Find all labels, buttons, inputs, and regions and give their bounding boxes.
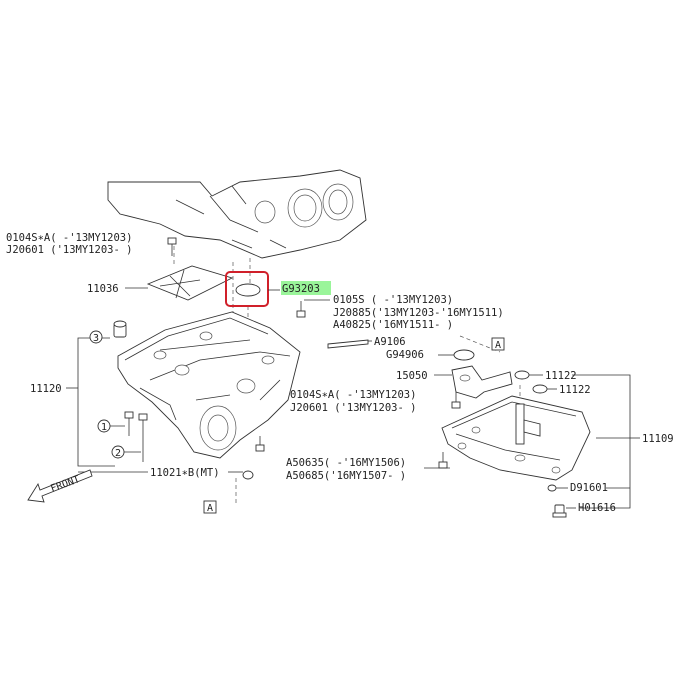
label-j20601-b: J20601 ('13MY1203- ) (290, 402, 416, 414)
gasket-d91601 (547, 484, 557, 492)
part-number-highlight (281, 281, 331, 295)
drain-plug-h01616 (552, 504, 567, 518)
label-11021: 11021∗B(MT) (150, 467, 220, 479)
label-h01616: H01616 (578, 502, 616, 514)
svg-text:2: 2 (115, 448, 121, 459)
highlight-box (225, 271, 269, 307)
label-0104s-b: 0104S∗A( -'13MY1203) (290, 389, 416, 401)
svg-text:A: A (207, 503, 213, 514)
ref-box-a-top: A (491, 337, 505, 351)
bolt-1 (124, 411, 134, 436)
label-a9106: A9106 (374, 336, 406, 348)
stud-a9106 (327, 339, 369, 349)
svg-text:A: A (495, 340, 501, 351)
front-arrow-icon (27, 469, 93, 503)
ref-box-a-bottom: A (203, 500, 217, 514)
label-11122-b: 11122 (559, 384, 591, 396)
engine-block (107, 169, 367, 259)
bolt-0105s (296, 301, 306, 318)
label-11120: 11120 (30, 383, 62, 395)
svg-text:1: 1 (101, 422, 107, 433)
o-ring-g93203 (235, 283, 261, 297)
lower-oil-pan (441, 395, 591, 481)
svg-text:3: 3 (93, 333, 99, 344)
label-11109: 11109 (642, 433, 674, 445)
upper-oil-pan (117, 311, 301, 459)
label-j20885: J20885('13MY1203-'16MY1511) (333, 307, 504, 319)
callout-circle-3: 3 (89, 330, 103, 344)
label-g93203: G93203 (282, 283, 320, 295)
label-0105s: 0105S ( -'13MY1203) (333, 294, 453, 306)
label-15050: 15050 (396, 370, 428, 382)
front-label: FRONT (49, 474, 81, 495)
callout-circle-1: 1 (97, 419, 111, 433)
label-d91601: D91601 (570, 482, 608, 494)
label-0104s-a: 0104S∗A( -'13MY1203) (6, 232, 132, 244)
bolt-0104s-left (167, 237, 177, 256)
rings-11122 (514, 370, 548, 394)
oil-strainer (451, 349, 513, 399)
bolt-2 (138, 413, 148, 462)
bolt-left-pan (255, 436, 265, 452)
bolt-right-0104s (451, 392, 461, 409)
label-j20601-a: J20601 ('13MY1203- ) (6, 244, 132, 256)
plate-11036 (146, 265, 234, 301)
bolts (124, 237, 567, 518)
plug-part (113, 320, 127, 338)
label-11036: 11036 (87, 283, 119, 295)
label-g94906: G94906 (386, 349, 424, 361)
label-11122-a: 11122 (545, 370, 577, 382)
label-a50635: A50635( -'16MY1506) (286, 457, 406, 469)
label-a50685: A50685('16MY1507- ) (286, 470, 406, 482)
bolt-a50635 (438, 452, 448, 469)
label-a40825: A40825('16MY1511- ) (333, 319, 453, 331)
callout-circle-2: 2 (111, 445, 125, 459)
bolt-11021 (242, 470, 254, 480)
